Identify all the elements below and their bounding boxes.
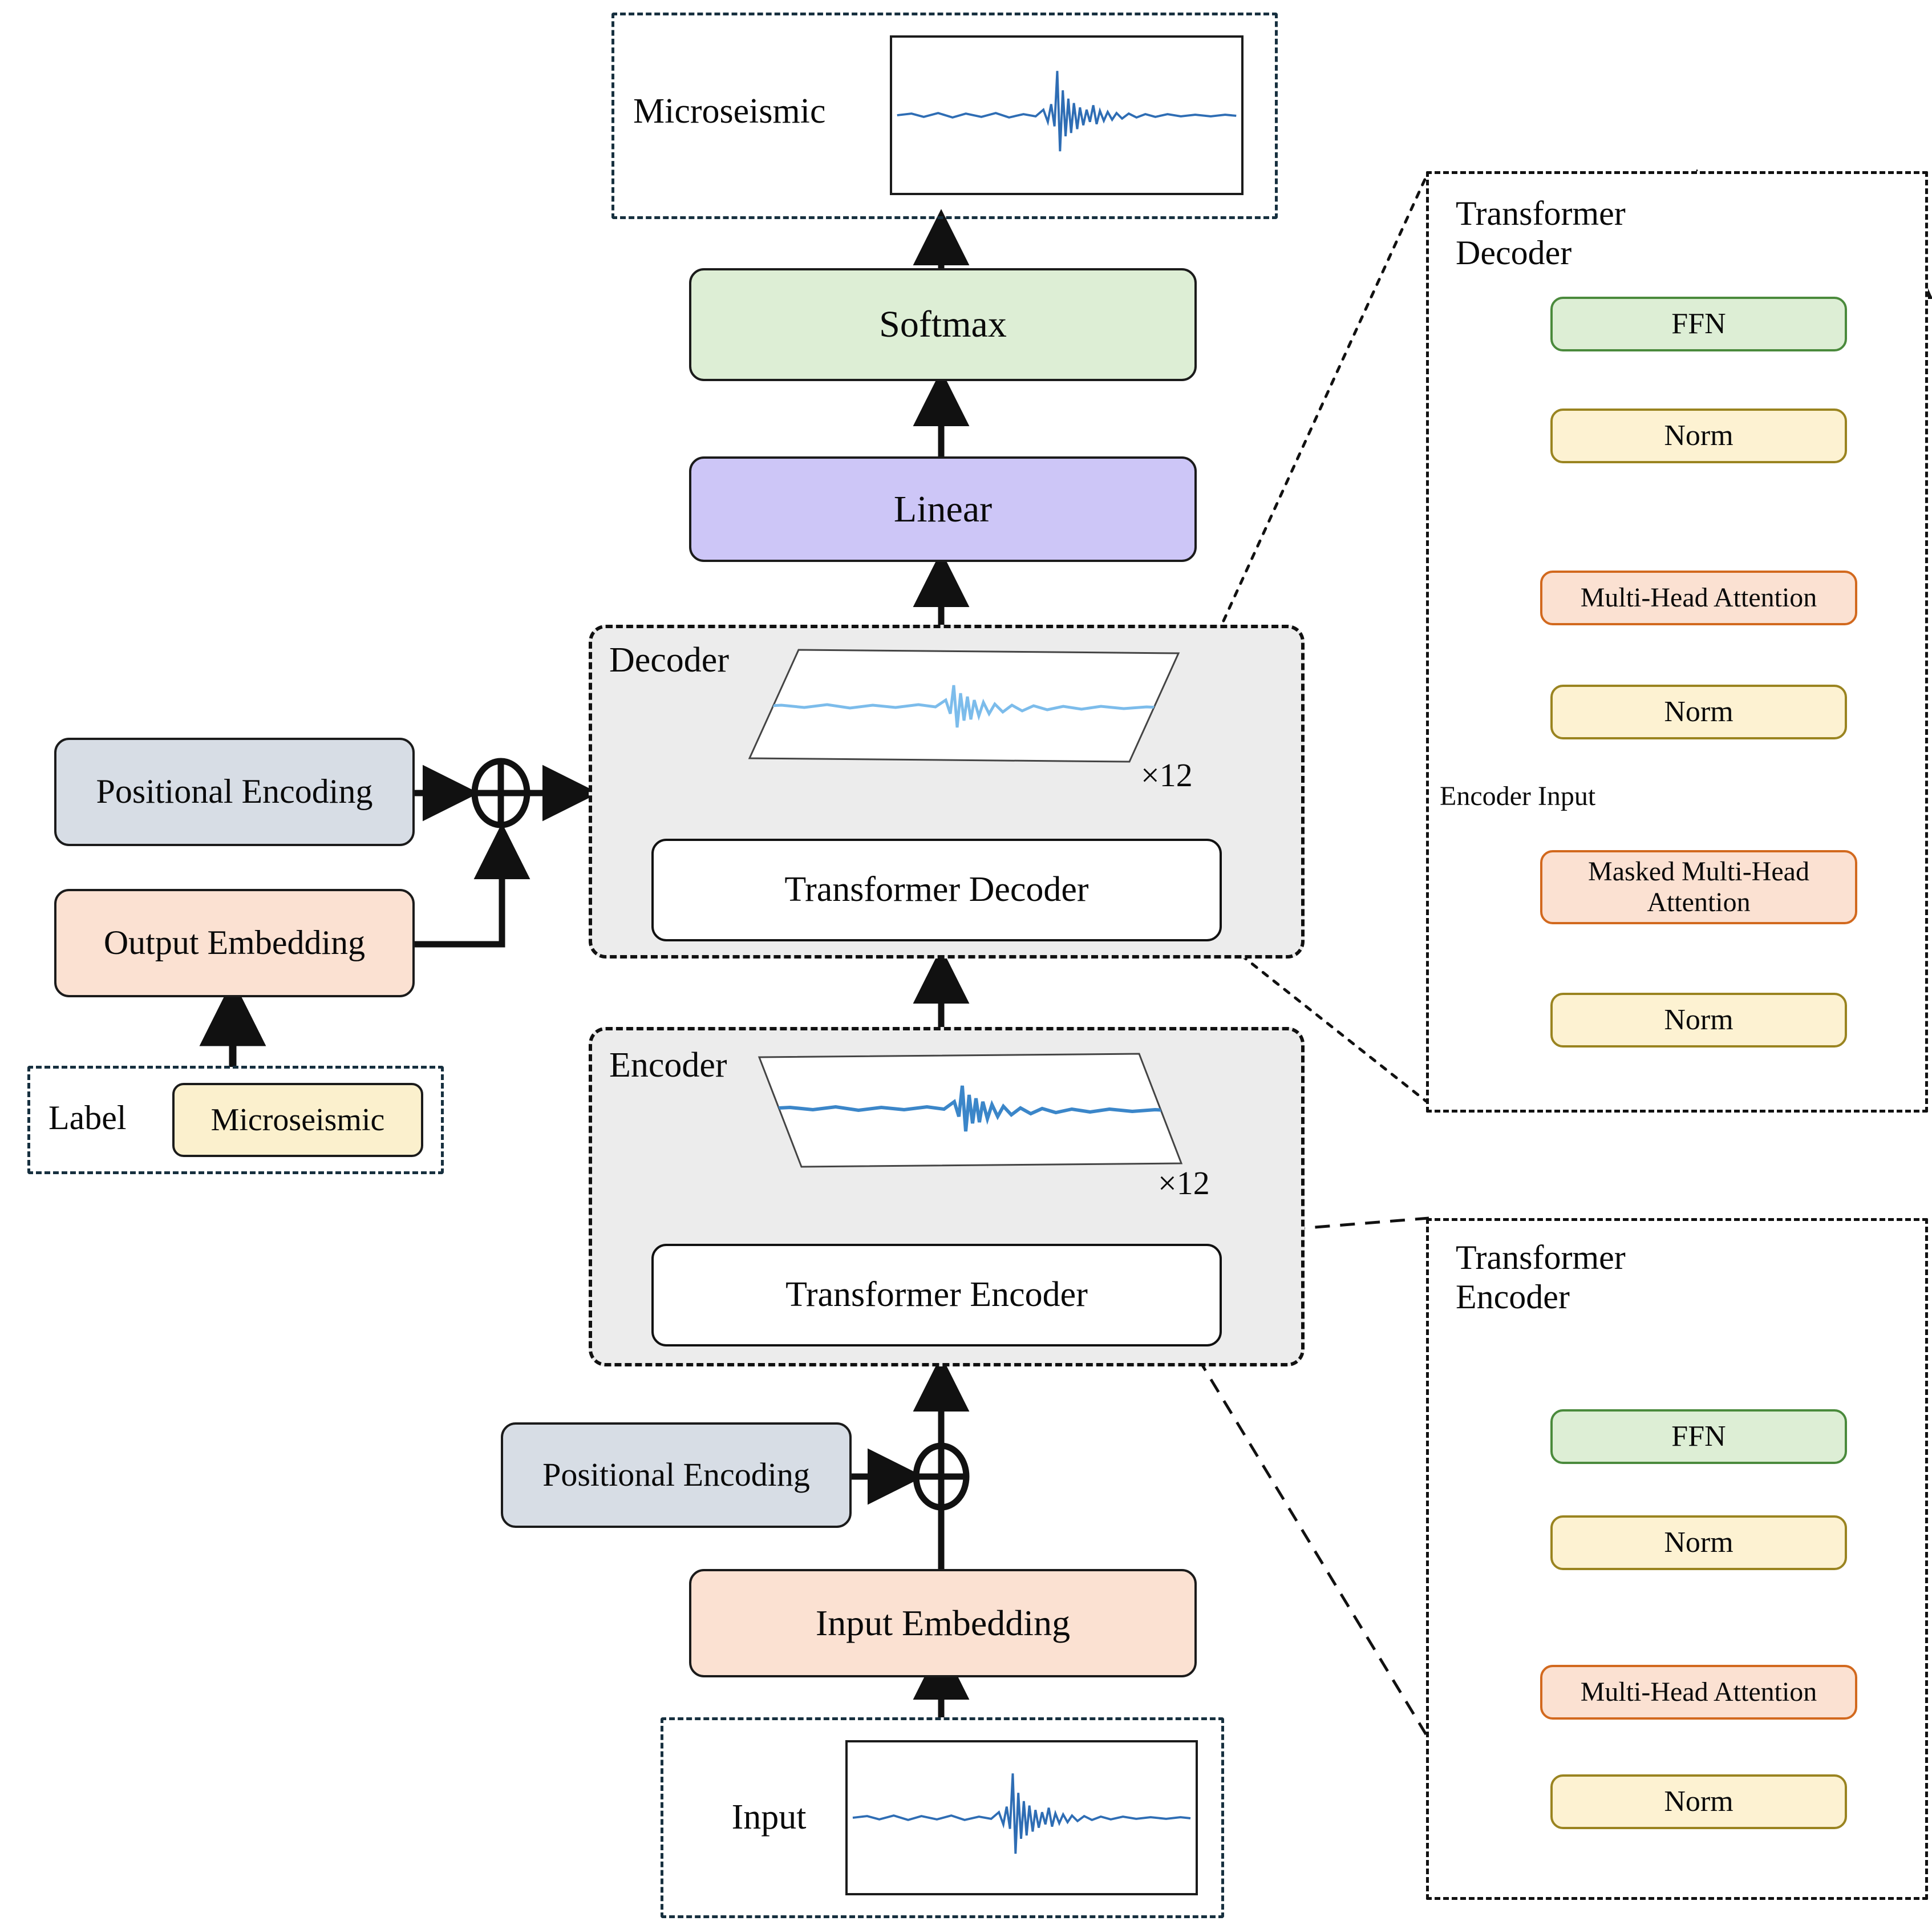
decoder-norm-block-3[interactable]: Norm [1550, 409, 1847, 463]
decoder-norm-block-2[interactable]: Norm [1550, 685, 1847, 739]
label-microseismic-chip[interactable]: Microseismic [172, 1083, 423, 1157]
encoder-feature-parallelogram [756, 1052, 1184, 1168]
decoder-ffn-block[interactable]: FFN [1550, 297, 1847, 351]
softmax-block[interactable]: Softmax [689, 268, 1197, 381]
decoder-masked-multi-head-attention-block[interactable]: Masked Multi-Head Attention [1540, 850, 1857, 924]
decoder-feature-parallelogram [747, 648, 1181, 765]
decoder-repeat-count: ×12 [1141, 757, 1193, 794]
encoder-input-label: Encoder Input [1440, 781, 1596, 811]
encoder-norm-block-2[interactable]: Norm [1550, 1515, 1847, 1570]
encoder-norm-block-1[interactable]: Norm [1550, 1774, 1847, 1829]
transformer-encoder-block[interactable]: Transformer Encoder [651, 1244, 1222, 1346]
linear-block[interactable]: Linear [689, 456, 1197, 562]
output-group [611, 13, 1278, 219]
input-waveform [845, 1740, 1198, 1895]
transformer-encoder-panel-title: Transformer Encoder [1456, 1239, 1626, 1316]
decoder-multi-head-attention-block[interactable]: Multi-Head Attention [1540, 571, 1857, 625]
encoder-repeat-count: ×12 [1158, 1164, 1210, 1202]
parallelogram-svg [758, 1053, 1183, 1168]
encoder-multi-head-attention-block[interactable]: Multi-Head Attention [1540, 1665, 1857, 1720]
encoder-ffn-block[interactable]: FFN [1550, 1409, 1847, 1464]
input-group [661, 1717, 1224, 1918]
encoder-container-title: Encoder [609, 1046, 727, 1085]
decoder-container-title: Decoder [609, 641, 729, 680]
parallelogram-svg [748, 649, 1180, 763]
label-group [27, 1066, 444, 1174]
output-embedding[interactable]: Output Embedding [54, 889, 415, 997]
decoder-norm-block-1[interactable]: Norm [1550, 993, 1847, 1048]
transformer-decoder-panel-title: Transformer Decoder [1456, 195, 1626, 272]
input-embedding[interactable]: Input Embedding [689, 1569, 1197, 1677]
waveform-svg [852, 1773, 1191, 1854]
output-group-label: Microseismic [633, 92, 826, 131]
input-group-label: Input [731, 1798, 807, 1837]
microseismic-output-waveform [890, 35, 1244, 195]
decoder-positional-encoding[interactable]: Positional Encoding [54, 738, 415, 846]
waveform-svg [897, 71, 1237, 152]
encoder-positional-encoding[interactable]: Positional Encoding [501, 1422, 852, 1528]
transformer-decoder-block[interactable]: Transformer Decoder [651, 839, 1222, 941]
label-group-title: Label [48, 1099, 127, 1137]
